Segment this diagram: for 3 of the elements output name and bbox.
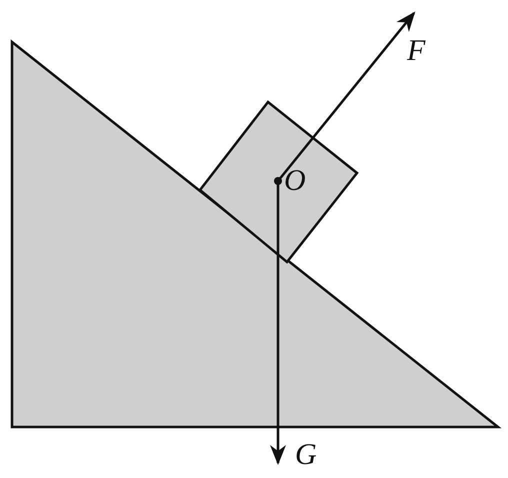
force-label: F <box>407 36 426 66</box>
force-label: G <box>295 440 317 470</box>
point-label: O <box>284 166 306 196</box>
